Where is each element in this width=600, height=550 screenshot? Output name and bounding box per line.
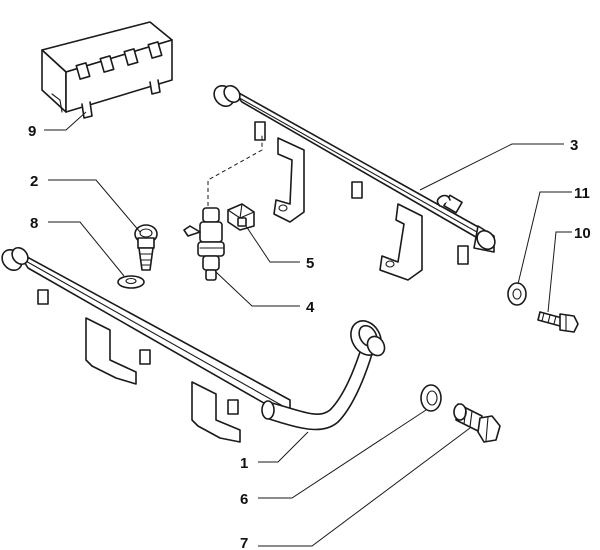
leader-5 (245, 225, 300, 263)
leader-11 (517, 191, 572, 285)
part-10-bolt (537, 311, 579, 333)
assembly-line (207, 134, 263, 206)
part-11-washer (507, 282, 527, 306)
callout-6: 6 (240, 491, 248, 508)
part-2-bolt (134, 224, 158, 271)
part-9-connector-block (41, 21, 173, 119)
callout-8: 8 (30, 215, 38, 232)
part-4-injector (183, 207, 225, 281)
callout-5: 5 (306, 255, 314, 272)
leader-8 (48, 221, 125, 277)
leader-10 (547, 231, 572, 313)
callout-3: 3 (570, 137, 578, 154)
part-7-banjo-bolt (453, 403, 501, 443)
callout-11: 11 (574, 185, 590, 202)
leader-1 (258, 431, 309, 463)
part-6-seal-ring (420, 384, 442, 412)
callout-10: 10 (574, 225, 591, 242)
callout-2: 2 (30, 173, 38, 190)
callout-9: 9 (28, 123, 36, 140)
part-1-lower-fuel-rail (1, 246, 386, 443)
leader-2 (48, 179, 141, 233)
leader-6 (258, 409, 427, 499)
leader-lines (44, 111, 572, 547)
leader-7 (258, 427, 471, 547)
callout-7: 7 (240, 535, 248, 550)
part-5-clip (227, 203, 255, 231)
leader-4 (215, 271, 300, 307)
leader-9 (44, 111, 87, 131)
callout-1: 1 (240, 455, 248, 472)
part-3-upper-fuel-rail (213, 84, 496, 281)
leader-3 (419, 143, 564, 191)
callout-4: 4 (306, 299, 315, 316)
part-8-washer (117, 275, 145, 289)
callout-labels: 9 2 8 3 5 4 11 10 1 6 7 (28, 123, 591, 550)
